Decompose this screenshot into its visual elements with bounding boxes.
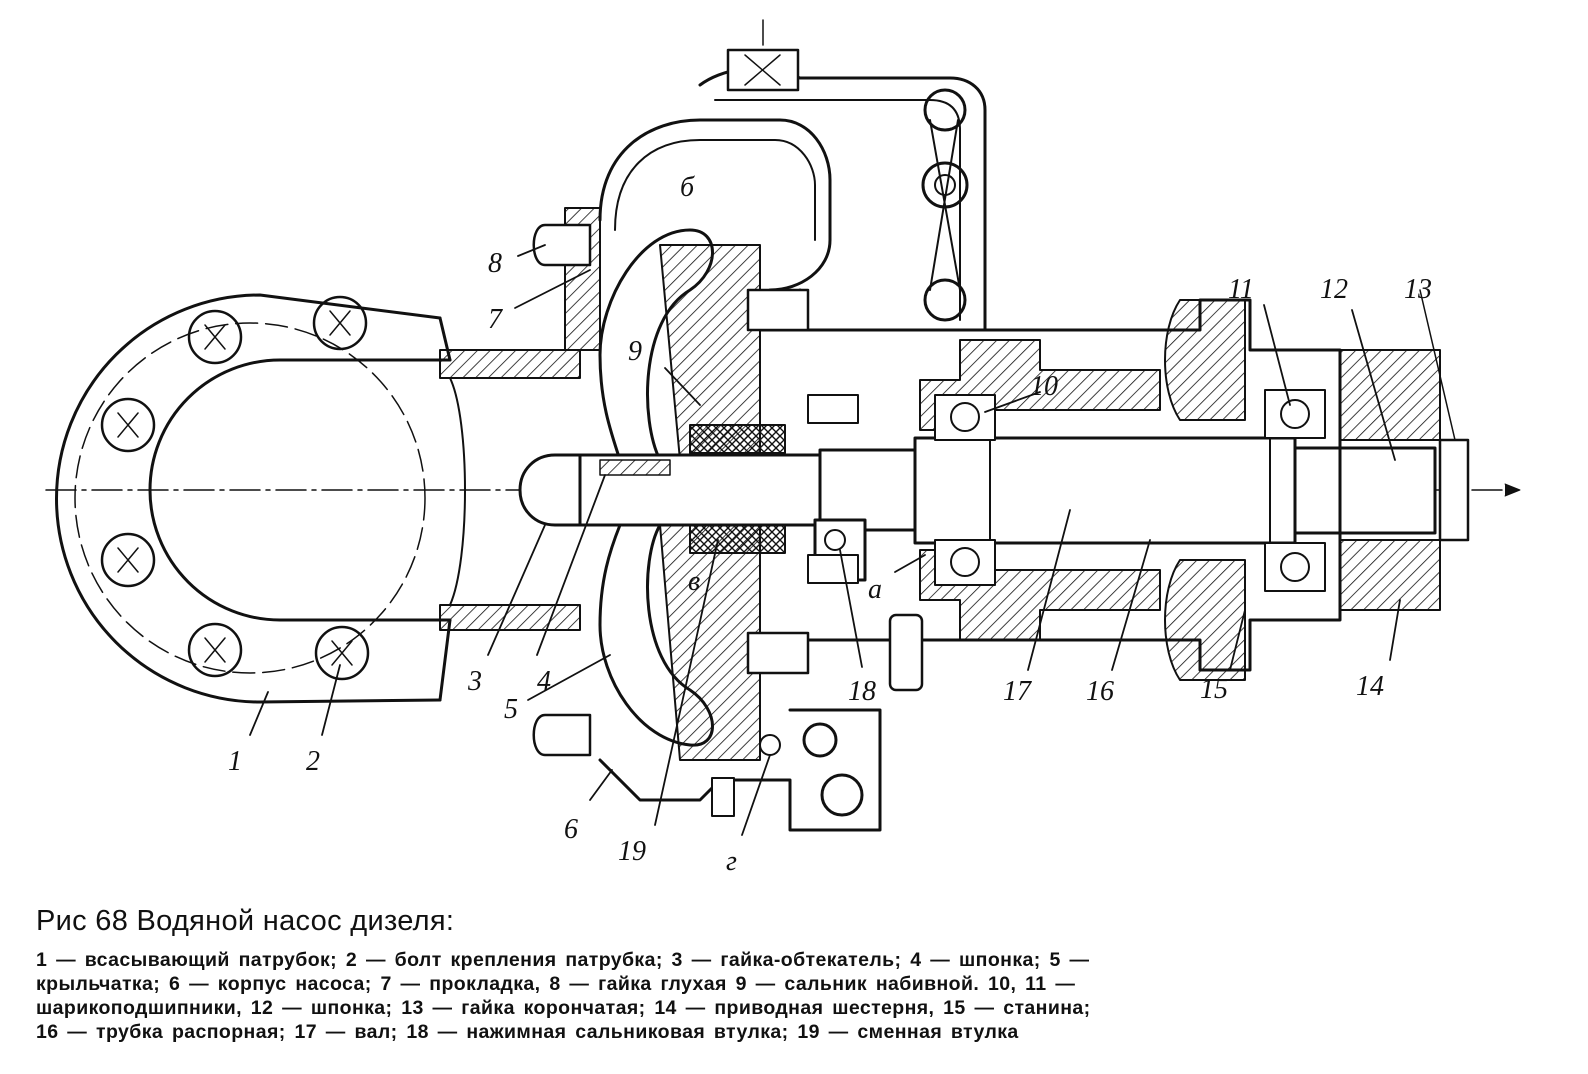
label-9: 9 [628,336,642,367]
label-16: 16 [1086,676,1114,707]
cap-nuts [532,223,859,757]
label-17: 17 [1003,676,1032,707]
label-3: 3 [467,666,482,697]
label-a: а [868,574,882,605]
label-4: 4 [537,666,551,697]
label-18: 18 [848,676,876,707]
label-14: 14 [1356,671,1384,702]
label-5: 5 [504,694,518,725]
legend-line: шарикоподшипники, 12 — шпонка; 13 — гайк… [36,997,1091,1019]
shaft [578,436,1437,545]
packing-gland-upper [689,424,786,454]
label-12: 12 [1320,274,1348,305]
figure-caption-title: Рис 68 Водяной насос дизеля: [36,905,455,937]
label-b: б [680,172,695,203]
label-19: 19 [618,836,646,867]
label-8: 8 [488,248,502,279]
figure-legend: 1 — всасывающий патрубок; 2 — болт крепл… [36,948,1536,1044]
label-g: г [726,846,737,877]
drive-gear [1339,289,1470,611]
suction-pipe-flange [55,293,452,704]
legend-line: 16 — трубка распорная; 17 — вал; 18 — на… [36,1021,1019,1043]
label-2: 2 [306,746,320,777]
label-6: 6 [564,814,578,845]
pump-cross-section-drawing: 1 2 3 4 5 6 7 8 9 10 11 12 13 14 15 16 1… [45,19,1521,877]
label-15: 15 [1200,674,1228,705]
ball-bearings [934,389,1326,592]
label-10: 10 [1030,371,1058,402]
part-labels: 1 2 3 4 5 6 7 8 9 10 11 12 13 14 15 16 1… [228,172,1432,877]
label-7: 7 [488,304,503,335]
packing-gland-lower [689,524,786,554]
label-13: 13 [1404,274,1432,305]
label-v: в [688,566,700,597]
label-1: 1 [228,746,242,777]
label-11: 11 [1228,274,1254,305]
legend-line: 1 — всасывающий патрубок; 2 — болт крепл… [36,949,1090,971]
legend-line: крыльчатка; 6 — корпус насоса; 7 — прокл… [36,973,1076,995]
